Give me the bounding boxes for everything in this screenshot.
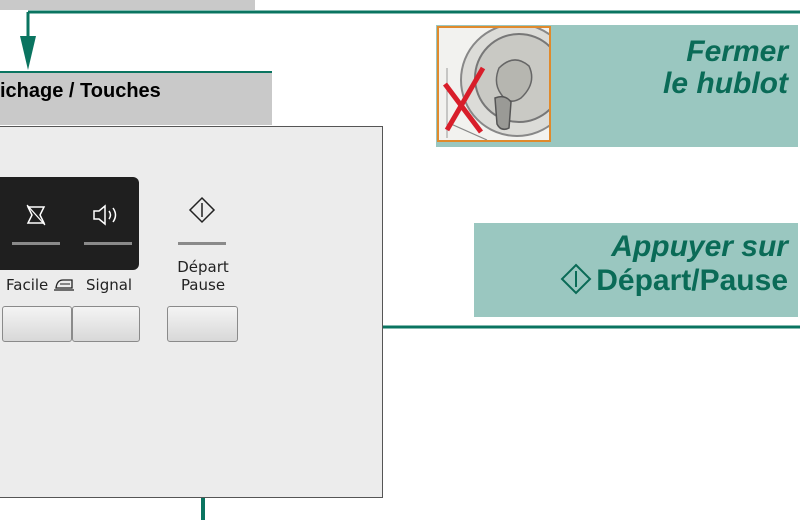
facile-button[interactable] (2, 306, 72, 342)
facile-label: Facile (6, 276, 75, 294)
press-start-callout (474, 223, 798, 317)
start-pause-icon (188, 196, 216, 229)
signal-button[interactable] (72, 306, 140, 342)
cross-mark-a (444, 66, 486, 132)
start-pause-icon (560, 263, 592, 295)
header-title: ichage / Touches (0, 80, 161, 102)
press-start-line2: Départ/Pause (478, 263, 788, 297)
press-start-text-line1: Appuyer sur (611, 230, 788, 263)
close-door-text-line1: Fermer (686, 35, 788, 68)
no-crease-icon (16, 203, 56, 233)
start-pause-button[interactable] (167, 306, 238, 342)
start-indicator (178, 242, 226, 245)
display-indicator-left (12, 242, 60, 245)
signal-label: Signal (86, 276, 133, 294)
cross-mark-b (443, 82, 483, 134)
close-door-text-line2: le hublot (663, 67, 788, 100)
speaker-icon (88, 203, 128, 233)
iron-icon (54, 279, 75, 291)
display-indicator-right (84, 242, 132, 245)
down-arrow-head (20, 36, 36, 70)
door-image (437, 26, 551, 142)
depart-label: Départ Pause (177, 258, 229, 294)
display-screen (0, 177, 139, 270)
top-strip (0, 0, 255, 10)
header-bar (0, 71, 272, 125)
press-start-text-line2: Départ/Pause (596, 264, 788, 297)
